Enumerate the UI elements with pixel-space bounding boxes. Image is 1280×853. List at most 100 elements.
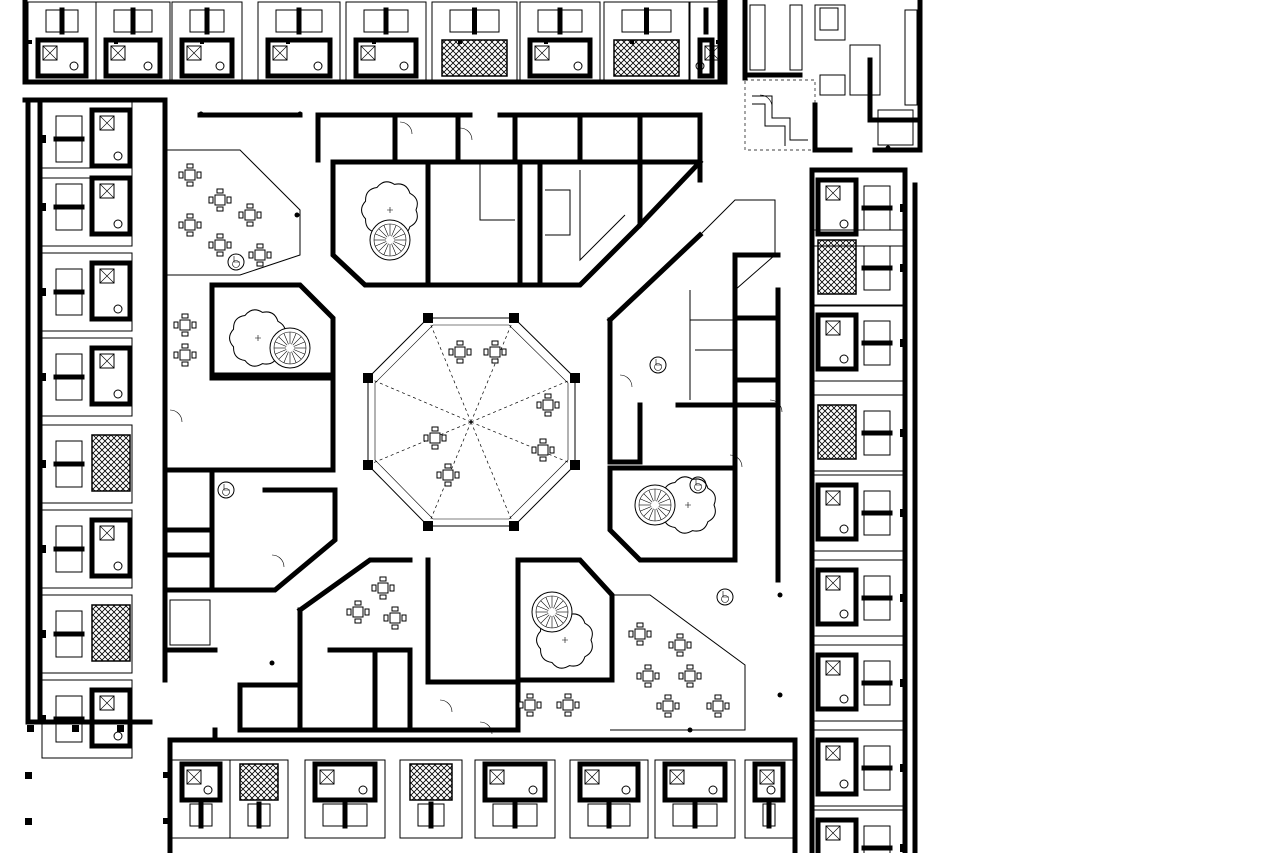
guest-room xyxy=(813,304,906,382)
guest-room xyxy=(603,1,690,81)
door-arc-icon xyxy=(479,721,493,735)
toilet xyxy=(313,61,323,71)
table-chairs-icon xyxy=(706,694,730,718)
bath-fixture xyxy=(42,45,58,61)
south-wing xyxy=(167,727,798,853)
bath-fixture xyxy=(99,115,115,131)
wheelchair-icon xyxy=(689,476,707,494)
bath-fixture xyxy=(759,769,775,785)
door-arc-icon xyxy=(729,454,743,468)
table-chairs-icon xyxy=(208,188,232,212)
octagon-ray xyxy=(470,421,515,527)
door-arc-icon xyxy=(169,409,183,423)
north-inner-block xyxy=(315,112,704,288)
hatched-room xyxy=(239,763,279,801)
wheelchair-icon xyxy=(716,588,734,606)
toilet xyxy=(621,785,631,795)
bath-fixture xyxy=(704,45,720,61)
table-chairs-icon xyxy=(173,313,197,337)
toilet xyxy=(839,524,849,534)
column xyxy=(777,692,783,698)
toilet xyxy=(215,61,225,71)
guest-room xyxy=(95,1,171,81)
bath-fixture xyxy=(584,769,600,785)
table-chairs-icon xyxy=(556,693,580,717)
column xyxy=(509,313,519,323)
east-wing xyxy=(809,167,918,853)
bath-fixture xyxy=(99,183,115,199)
table-chairs-icon xyxy=(436,463,460,487)
bath-fixture xyxy=(186,45,202,61)
column xyxy=(198,111,204,117)
hatched-room xyxy=(817,404,857,460)
bath-fixture xyxy=(825,660,841,676)
tree-grate xyxy=(634,484,676,526)
toilet xyxy=(113,389,123,399)
guest-room xyxy=(654,759,736,839)
bath-fixture xyxy=(272,45,288,61)
door-arc-icon xyxy=(439,699,453,713)
guest-room xyxy=(40,509,133,589)
guest-room xyxy=(345,1,427,81)
tree-grate xyxy=(369,219,411,261)
table-chairs-icon xyxy=(248,243,272,267)
bath-fixture xyxy=(489,769,505,785)
west-courtyard xyxy=(209,282,336,473)
hatched-room xyxy=(91,604,131,662)
octagon-ray xyxy=(367,377,472,423)
north-west-lounge xyxy=(162,112,303,276)
guest-room xyxy=(474,759,556,839)
octagon-ray xyxy=(470,421,576,466)
bath-fixture xyxy=(825,825,841,841)
column xyxy=(423,521,433,531)
guest-room xyxy=(813,229,906,307)
column xyxy=(570,460,580,470)
tree-grate xyxy=(531,591,573,633)
bath-fixture xyxy=(99,525,115,541)
south-west-block xyxy=(162,467,338,653)
door-arc-icon xyxy=(769,399,783,413)
bath-fixture xyxy=(186,769,202,785)
central-octagon-hall xyxy=(363,313,580,531)
east-inner-block xyxy=(606,199,781,583)
octagon-ray xyxy=(470,317,515,423)
door-arc-icon xyxy=(459,127,473,141)
table-chairs-icon xyxy=(346,600,370,624)
guest-room xyxy=(813,644,906,722)
toilet xyxy=(113,561,123,571)
bath-fixture xyxy=(825,575,841,591)
exterior-columns xyxy=(25,725,169,825)
toilet xyxy=(113,731,123,741)
bath-fixture xyxy=(669,769,685,785)
bath-fixture xyxy=(825,745,841,761)
column xyxy=(570,373,580,383)
toilet xyxy=(528,785,538,795)
toilet xyxy=(839,694,849,704)
toilet xyxy=(143,61,153,71)
guest-room xyxy=(431,1,518,81)
toilet xyxy=(695,61,705,71)
octagon-ray xyxy=(367,421,472,466)
table-chairs-icon xyxy=(678,664,702,688)
guest-room xyxy=(744,759,794,839)
bath-fixture xyxy=(99,268,115,284)
column xyxy=(363,460,373,470)
bath-fixture xyxy=(825,320,841,336)
table-chairs-icon xyxy=(636,664,660,688)
guest-room xyxy=(813,474,906,552)
table-chairs-icon xyxy=(536,393,560,417)
wheelchair-icon xyxy=(217,481,235,499)
table-chairs-icon xyxy=(668,633,692,657)
guest-room xyxy=(229,759,289,839)
toilet xyxy=(708,785,718,795)
toilet xyxy=(839,219,849,229)
column xyxy=(423,313,433,323)
toilet xyxy=(113,151,123,161)
tree-grate xyxy=(269,327,311,369)
column xyxy=(269,660,275,666)
table-chairs-icon xyxy=(238,203,262,227)
toilet xyxy=(839,354,849,364)
guest-room xyxy=(40,424,133,504)
north-east-service-block xyxy=(742,0,923,153)
